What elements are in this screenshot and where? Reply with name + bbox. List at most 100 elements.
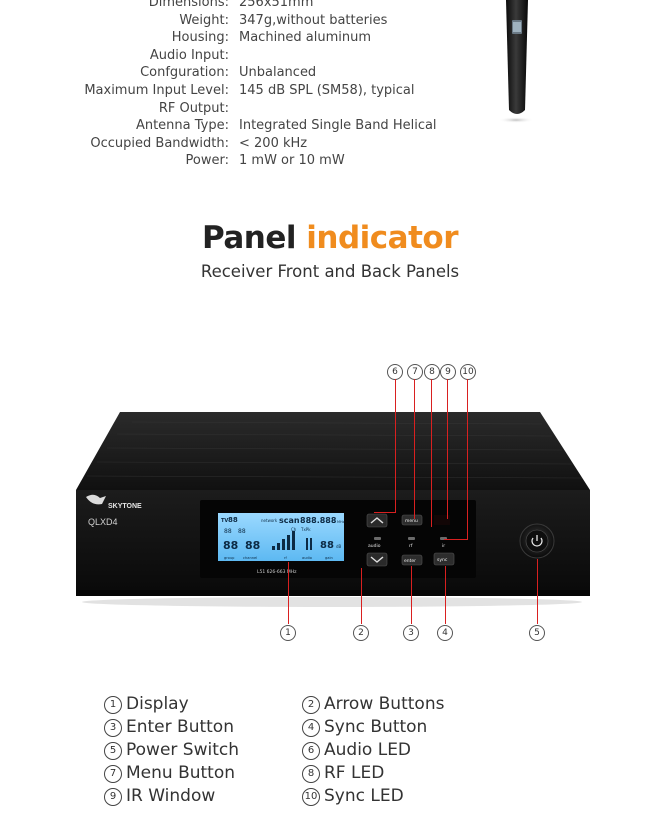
spec-row: Housing:Machined aluminum	[0, 29, 460, 47]
callout-line-10	[467, 379, 468, 539]
lcd-channel-label: channel	[243, 556, 257, 560]
legend-label: Menu Button	[126, 763, 236, 783]
frequency-band-label: L51 626-663 MHz	[257, 569, 297, 575]
legend-label: IR Window	[126, 786, 216, 806]
microphone-image	[500, 0, 534, 123]
callout-line-1	[288, 562, 289, 624]
rf-led	[408, 537, 415, 540]
callout-3: 3	[403, 625, 419, 641]
callout-line-5	[537, 559, 538, 624]
lcd-audio-label: audio	[302, 556, 312, 560]
callout-10: 10	[460, 364, 476, 380]
lcd-tv-label: TV	[221, 518, 228, 524]
spec-label: Occupied Bandwidth:	[90, 135, 229, 151]
ir-led-label: ir	[442, 543, 445, 549]
spec-value: 256x51mm	[239, 0, 314, 10]
lcd-tv-number: 88	[228, 516, 238, 524]
arrow-up-button[interactable]	[366, 513, 388, 528]
sync-button[interactable]	[433, 552, 455, 566]
brand-logo: SKYTONE	[108, 503, 142, 510]
callout-line-9	[447, 379, 448, 519]
lcd-network-label: network	[261, 518, 278, 523]
lcd-small-number: 88	[224, 528, 232, 535]
spec-value: Integrated Single Band Helical	[239, 118, 437, 134]
legend-label: RF LED	[324, 763, 385, 783]
spec-value: 145 dB SPL (SM58), typical	[239, 82, 415, 98]
spec-value: 347g,without batteries	[239, 12, 388, 28]
spec-label: Housing:	[171, 30, 229, 46]
lcd-group-label: group	[224, 556, 235, 560]
legend-number: 1	[104, 696, 122, 714]
callout-4: 4	[437, 625, 453, 641]
spec-value: 1 mW or 10 mW	[239, 153, 345, 169]
spec-label: Weight:	[179, 12, 229, 28]
spec-label: Antenna Type:	[135, 118, 229, 134]
legend-number: 5	[104, 742, 122, 760]
heading-word-indicator: indicator	[306, 220, 459, 256]
lcd-display	[218, 513, 344, 561]
arrow-down-button[interactable]	[366, 552, 388, 567]
legend-label: Sync Button	[324, 717, 428, 737]
spec-label: Audio Input:	[149, 47, 229, 63]
spec-row: RF Output:	[0, 100, 460, 118]
callout-1: 1	[280, 625, 296, 641]
audio-led	[374, 537, 381, 540]
lcd-scan-label: scan	[279, 516, 300, 525]
menu-button[interactable]	[401, 514, 423, 526]
callout-8: 8	[424, 364, 440, 380]
lcd-scan-frequency: 888.888	[300, 516, 337, 525]
callout-line-7	[414, 379, 415, 519]
legend-number: 9	[104, 788, 122, 806]
callout-6: 6	[387, 364, 403, 380]
legend-label: Enter Button	[126, 717, 234, 737]
callout-line-4	[445, 566, 446, 624]
spec-row: Occupied Bandwidth: < 200 kHz	[0, 135, 460, 153]
enter-button[interactable]	[401, 554, 423, 566]
legend-number: 6	[302, 742, 320, 760]
model-label: QLXD4	[88, 517, 118, 527]
power-icon	[531, 537, 543, 547]
callout-9: 9	[440, 364, 456, 380]
callout-2: 2	[353, 625, 369, 641]
spec-value: < 200 kHz	[239, 135, 308, 151]
legend-number: 8	[302, 765, 320, 783]
callout-5: 5	[529, 625, 545, 641]
lcd-mhz-label: MHz	[337, 520, 345, 524]
lcd-ch-label: Ch	[291, 527, 297, 532]
callout-line-6-h	[374, 512, 396, 513]
callout-line-8	[431, 379, 432, 527]
spec-label: Dimensions:	[148, 0, 229, 10]
spec-row: Confguration:Unbalanced	[0, 64, 460, 82]
spec-label: Power:	[185, 153, 229, 169]
spec-value: Unbalanced	[239, 65, 317, 81]
arrow-down-icon	[370, 556, 384, 563]
spec-row: Audio Input:	[0, 47, 460, 65]
section-heading: Panel indicator	[0, 220, 660, 256]
audio-led-label: audio	[368, 543, 381, 549]
callout-line-10-h	[444, 539, 468, 540]
legend-number: 7	[104, 765, 122, 783]
lcd-group-number: 88	[223, 539, 238, 552]
lcd-gain-label: gain	[325, 556, 333, 560]
lcd-dash-number: 88	[238, 528, 246, 535]
legend-label: Sync LED	[324, 786, 404, 806]
lcd-txpk-label: TxPk	[300, 527, 311, 532]
legend-label: Display	[126, 694, 189, 714]
arrow-up-icon	[370, 517, 384, 524]
legend-label: Arrow Buttons	[324, 694, 445, 714]
legend-label: Power Switch	[126, 740, 240, 760]
lcd-db-label: dB	[336, 544, 342, 549]
legend-number: 4	[302, 719, 320, 737]
callout-7: 7	[407, 364, 423, 380]
callout-line-3	[411, 566, 412, 624]
spec-row: Antenna Type: Integrated Single Band Heli…	[0, 117, 460, 135]
legend-number: 10	[302, 788, 320, 806]
